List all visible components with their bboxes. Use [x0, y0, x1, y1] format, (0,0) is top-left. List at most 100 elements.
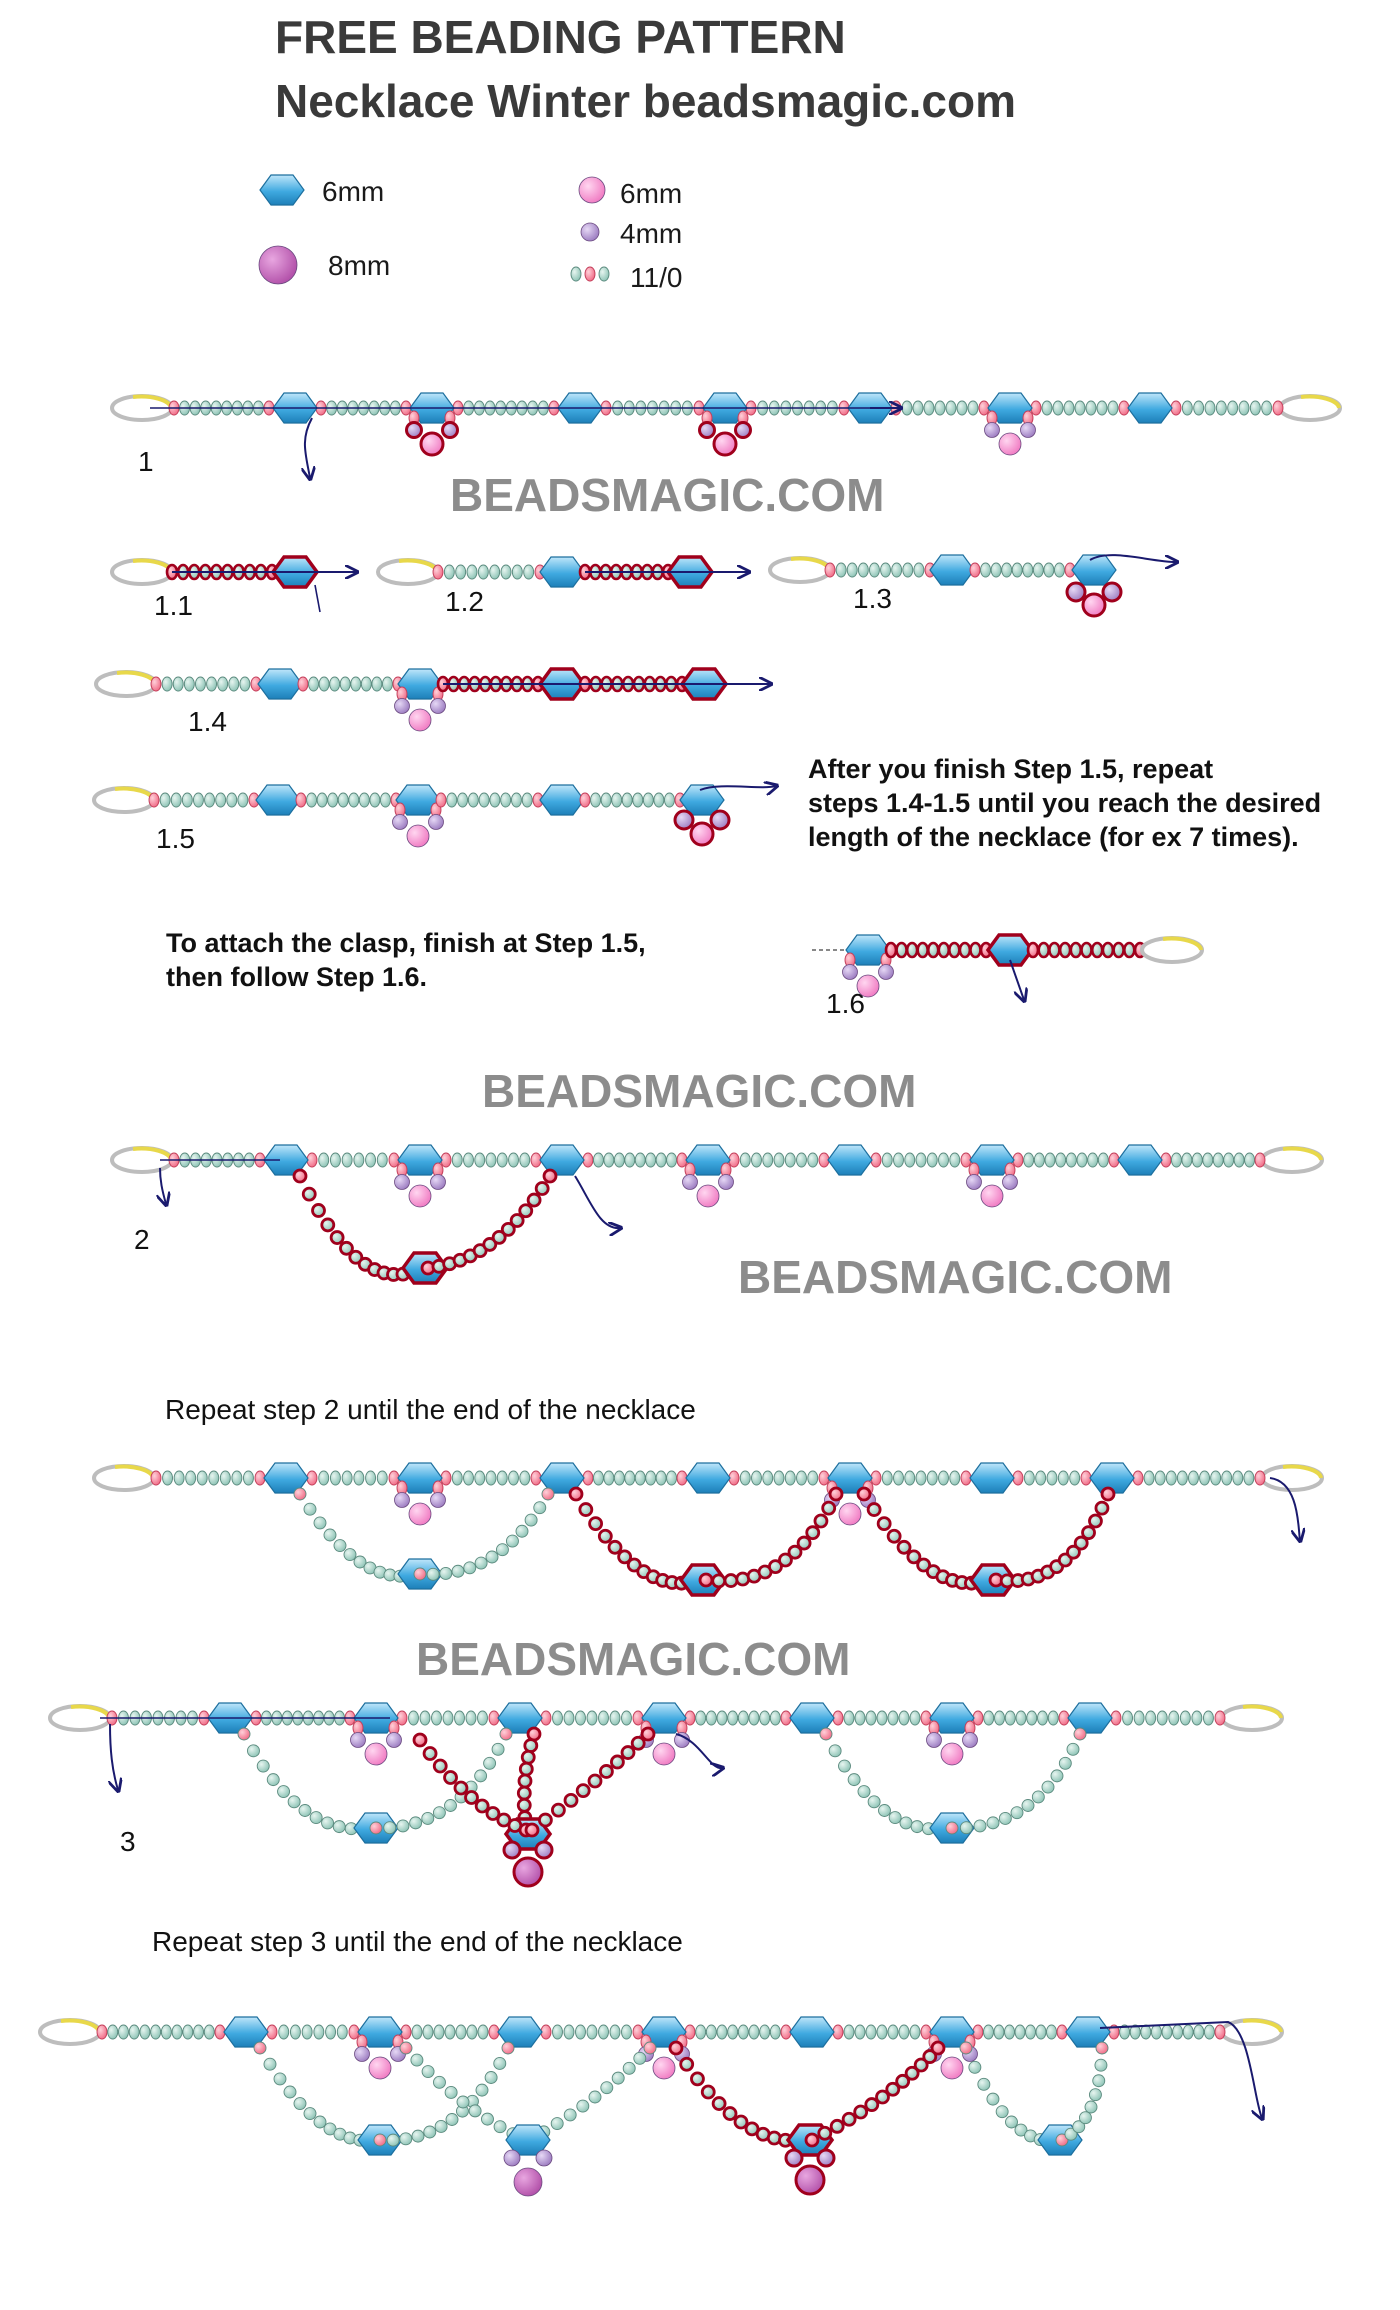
step3-drape-seed — [499, 1727, 513, 1741]
step3-drape-seed — [523, 1738, 539, 1753]
repeat2-drape-seed — [293, 1487, 307, 1501]
repeat2-seed — [904, 1470, 916, 1486]
repeat3-drape-seed — [733, 2114, 749, 2130]
step1-4-seed — [183, 676, 195, 692]
repeat3-drape-seed — [864, 2097, 880, 2112]
small-pearl — [966, 1174, 982, 1190]
repeat3-seed — [993, 2024, 1005, 2040]
step3-seed — [1026, 1710, 1038, 1726]
step2-drape-seed — [509, 1213, 525, 1228]
repeat2-drape-seed — [607, 1539, 623, 1555]
pink-pearl — [364, 1742, 388, 1766]
repeat3-drape-seed — [1064, 2127, 1078, 2141]
step3-arrow-start — [110, 1723, 118, 1790]
step1-5-seed — [215, 792, 227, 808]
small-pearl — [394, 1492, 410, 1508]
step1-6-seed — [1037, 941, 1050, 959]
step3-seed — [442, 1710, 454, 1726]
step3-drape-seed — [287, 1795, 301, 1809]
repeat2-drape-seed — [578, 1502, 594, 1517]
repeat2-drape-seed — [617, 1549, 633, 1565]
step3-small-pearl — [534, 1840, 554, 1860]
step2-seed — [796, 1152, 807, 1168]
step1-3-seed — [835, 562, 847, 578]
small-pearl — [842, 964, 858, 980]
step3-drape-seed — [432, 1806, 446, 1820]
step3-drape-seed — [247, 1744, 260, 1758]
step1-4-seed — [161, 676, 173, 692]
repeat2-drape-seed — [796, 1535, 812, 1551]
repeat3-drape-seed — [922, 2049, 938, 2064]
repeat3-drape-seed — [1092, 2074, 1106, 2088]
step3-drape-seed — [266, 1773, 280, 1787]
step-1-label: 1 — [138, 446, 154, 477]
repeat3-seed — [336, 2024, 348, 2040]
repeat2-drape-seed — [1081, 1525, 1096, 1541]
step2-drape-seed — [348, 1249, 364, 1265]
step3-seed — [419, 1710, 431, 1726]
repeat2-drape-seed — [323, 1528, 337, 1542]
step3-drape-seed — [496, 1812, 512, 1828]
repeat3-seed — [325, 2024, 337, 2040]
repeat3-seed — [563, 2024, 575, 2040]
repeat3-drape-seed — [930, 2040, 946, 2056]
repeat2-drape-seed — [906, 1549, 922, 1565]
step1-5-crystal — [539, 784, 585, 816]
repeat3-seed — [1182, 2024, 1194, 2040]
step1-3-seed — [1053, 562, 1065, 578]
repeat3-drape-seed — [563, 2108, 577, 2122]
repeat2-seed — [376, 1470, 388, 1486]
small-pearl — [984, 422, 1000, 438]
repeat2-drape-seed — [626, 1557, 642, 1573]
step3-seed — [575, 1710, 586, 1726]
repeat2-seed — [784, 1470, 796, 1486]
step1-5-seed — [632, 792, 644, 808]
step1-4-seed — [360, 676, 372, 692]
step3-drape-seed — [1041, 1780, 1055, 1794]
repeat3-seed — [598, 2024, 609, 2040]
step1-5-seed — [159, 792, 171, 808]
repeat3-seed — [621, 2024, 632, 2040]
step1-2-seed — [455, 564, 467, 580]
step1-3-seed — [902, 562, 914, 578]
step1-2-seed — [432, 564, 444, 580]
step2-seed — [1244, 1152, 1256, 1168]
step1-5-seed — [489, 792, 501, 808]
repeat2-drape-seed — [343, 1548, 357, 1562]
repeat3-drape-seed — [283, 2085, 297, 2099]
repeat3-drape-seed — [853, 2104, 869, 2120]
step1-5-seed — [478, 792, 490, 808]
repeat2-seed — [915, 1470, 927, 1486]
step1-5-seed — [663, 792, 675, 808]
repeat2-seed — [1210, 1470, 1222, 1486]
repeat2-drape-seed — [698, 1572, 714, 1588]
clasp-ring-highlight — [1300, 394, 1341, 409]
step3-seed — [1015, 1710, 1027, 1726]
step3-drape-seed — [432, 1758, 448, 1774]
repeat3-seed — [278, 2024, 290, 2040]
step2-seed — [949, 1152, 961, 1168]
repeat2-drape-seed — [533, 1501, 547, 1515]
repeat2-seed — [1221, 1470, 1233, 1486]
repeat3-drape-seed — [1005, 2115, 1018, 2129]
step3-drape-seed — [277, 1785, 291, 1799]
step3-drape-seed — [599, 1764, 614, 1779]
repeat2-drape-seed — [866, 1502, 882, 1517]
repeat3-drape-seed — [433, 2075, 446, 2089]
step1-5-seed — [295, 792, 307, 808]
repeat3-seed — [1140, 2024, 1152, 2040]
legend-crystal-icon — [259, 174, 305, 206]
step1-5-seed — [611, 792, 623, 808]
repeat3-seed — [1035, 2024, 1047, 2040]
small-pearl — [386, 1732, 402, 1748]
step-3-label: 3 — [120, 1826, 136, 1857]
repeat3-drape-seed — [904, 2065, 920, 2081]
strand-crystal — [263, 1144, 309, 1176]
repeat2-seed — [796, 1470, 807, 1486]
repeat3-seed — [843, 2024, 855, 2040]
repeat-step-3-note: Repeat step 3 until the end of the neckl… — [152, 1926, 683, 1957]
step3-drape-seed — [443, 1770, 458, 1785]
repeat3-seed — [289, 2024, 301, 2040]
step2-seed — [1033, 1152, 1045, 1168]
repeat3-drape-seed — [373, 2133, 387, 2147]
